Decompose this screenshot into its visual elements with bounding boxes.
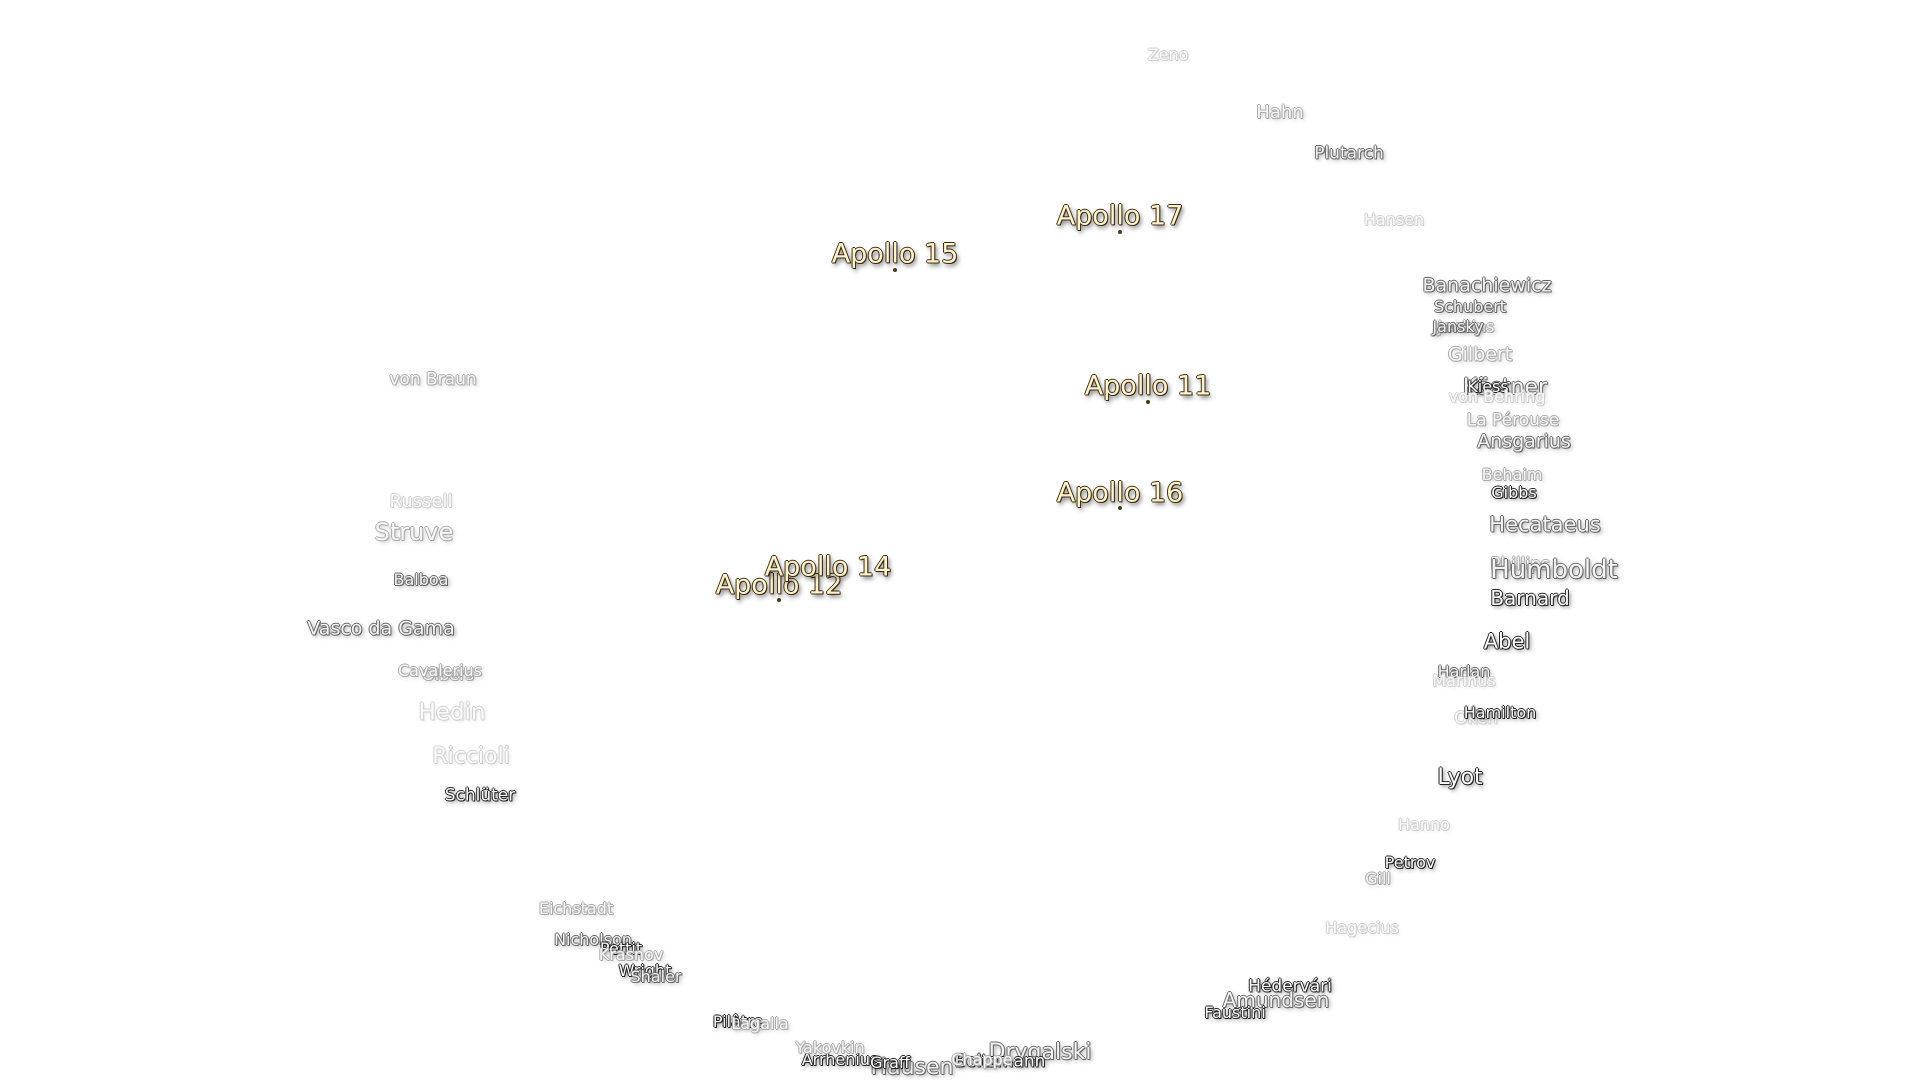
crater-label-hamilton[interactable]: Hamilton [1463,703,1537,722]
apollo-16-marker [1118,506,1122,510]
crater-label-hausen[interactable]: Hausen [870,1055,954,1080]
crater-label-marinus[interactable]: Marinus [1432,671,1496,690]
crater-label-banachiewicz[interactable]: Banachiewicz [1422,274,1552,297]
crater-label-faustini[interactable]: Faustini [1204,1003,1266,1022]
crater-label-lagalla[interactable]: Lagalla [731,1014,789,1033]
crater-label-cavalerius[interactable]: Cavalerius [397,661,483,680]
crater-label-phillips[interactable]: Phillips [1490,554,1550,575]
crater-label-struve[interactable]: Struve [374,518,454,546]
crater-label-pettit[interactable]: Pettit [599,939,643,958]
crater-label-hagecius[interactable]: Hagecius [1325,918,1399,937]
crater-label-von-braun[interactable]: von Braun [389,369,477,390]
apollo-11-label[interactable]: Apollo 11 [1084,370,1212,402]
crater-label-hedervari[interactable]: Hédervári [1248,976,1332,997]
apollo-16-label[interactable]: Apollo 16 [1056,477,1184,509]
crater-label-krasnov[interactable]: Krasnov [598,945,664,964]
crater-label-hecataeus[interactable]: Hecataeus [1489,512,1601,537]
crater-label-ansgarius[interactable]: Ansgarius [1477,430,1571,453]
apollo-17-marker [1118,230,1122,234]
crater-label-jansky[interactable]: Jansky [1432,317,1484,336]
crater-label-vasco-da-gama[interactable]: Vasco da Gama [307,617,455,640]
crater-label-russell[interactable]: Russell [389,491,453,512]
crater-label-hansen[interactable]: Hansen [1363,210,1425,229]
crater-label-graff[interactable]: Pilâtre [712,1012,764,1031]
apollo-15-label[interactable]: Apollo 15 [831,238,959,270]
crater-label-gibbs[interactable]: Gibbs [1491,483,1537,502]
crater-label-boltzmann[interactable]: Boltzmann [954,1051,1046,1072]
apollo-17-label[interactable]: Apollo 17 [1056,200,1184,232]
crater-label-gill[interactable]: Gill [1365,869,1391,888]
crater-label-hahn[interactable]: Hahn [1256,102,1304,123]
crater-label-chappe[interactable]: Chappe [951,1050,1013,1069]
crater-label-petrov[interactable]: Petrov [1384,853,1436,872]
apollo-12-label[interactable]: Apollo 12 [715,569,843,601]
crater-label-humboldt[interactable]: Humboldt [1490,555,1618,585]
crater-label-zeno[interactable]: Zeno [1147,45,1189,64]
crater-label-schubert[interactable]: Schubert [1433,297,1507,316]
crater-label-schluter[interactable]: Schlüter [444,785,516,806]
crater-label-amundsen[interactable]: Amundsen [1222,988,1330,1012]
crater-label-harlan[interactable]: Harlan [1437,662,1491,681]
apollo-12-marker [777,598,781,602]
apollo-14-label[interactable]: Apollo 14 [764,551,892,583]
crater-label-yakovkin[interactable]: Yakovkin [795,1038,865,1057]
crater-label-hanno[interactable]: Hanno [1398,815,1450,834]
crater-label-hedin[interactable]: Hedin [418,699,486,726]
crater-label-lyot[interactable]: Lyot [1437,765,1483,790]
apollo-15-marker [893,268,897,272]
crater-label-von-behring[interactable]: von Behring [1448,387,1546,406]
crater-label-wright[interactable]: Wright [618,961,672,980]
apollo-11-marker [1146,400,1150,404]
crater-label-olbers[interactable]: Olbers [422,665,474,684]
crater-label-kastner[interactable]: Kästner [1462,375,1548,400]
crater-label-jenkins[interactable]: Jenkins [1437,317,1495,336]
crater-label-oken[interactable]: Oken [1454,708,1498,729]
crater-label-gilbert[interactable]: Gilbert [1447,343,1513,366]
crater-label-shaler[interactable]: Shaler [630,967,682,986]
crater-label-arrhenius[interactable]: Arrhenius [801,1050,879,1069]
crater-label-eichstadt[interactable]: Eichstadt [538,899,614,918]
crater-label-la-perouse[interactable]: La Pérouse [1466,410,1560,431]
crater-label-plutarch[interactable]: Plutarch [1314,143,1384,164]
crater-label-balboa[interactable]: Balboa [393,570,449,589]
crater-label-riccioli[interactable]: Riccioli [432,744,510,769]
crater-label-barnard[interactable]: Barnard [1490,586,1570,610]
crater-label-drygalski[interactable]: Drygalski [988,1040,1092,1065]
crater-label-behaim[interactable]: Behaim [1481,465,1543,484]
crater-label-kiess[interactable]: Kiess [1467,377,1509,396]
crater-label-abel[interactable]: Abel [1483,629,1531,654]
crater-label-nicholson[interactable]: Nicholson [554,930,632,949]
crater-label-pilatre[interactable]: Graff [870,1053,910,1072]
